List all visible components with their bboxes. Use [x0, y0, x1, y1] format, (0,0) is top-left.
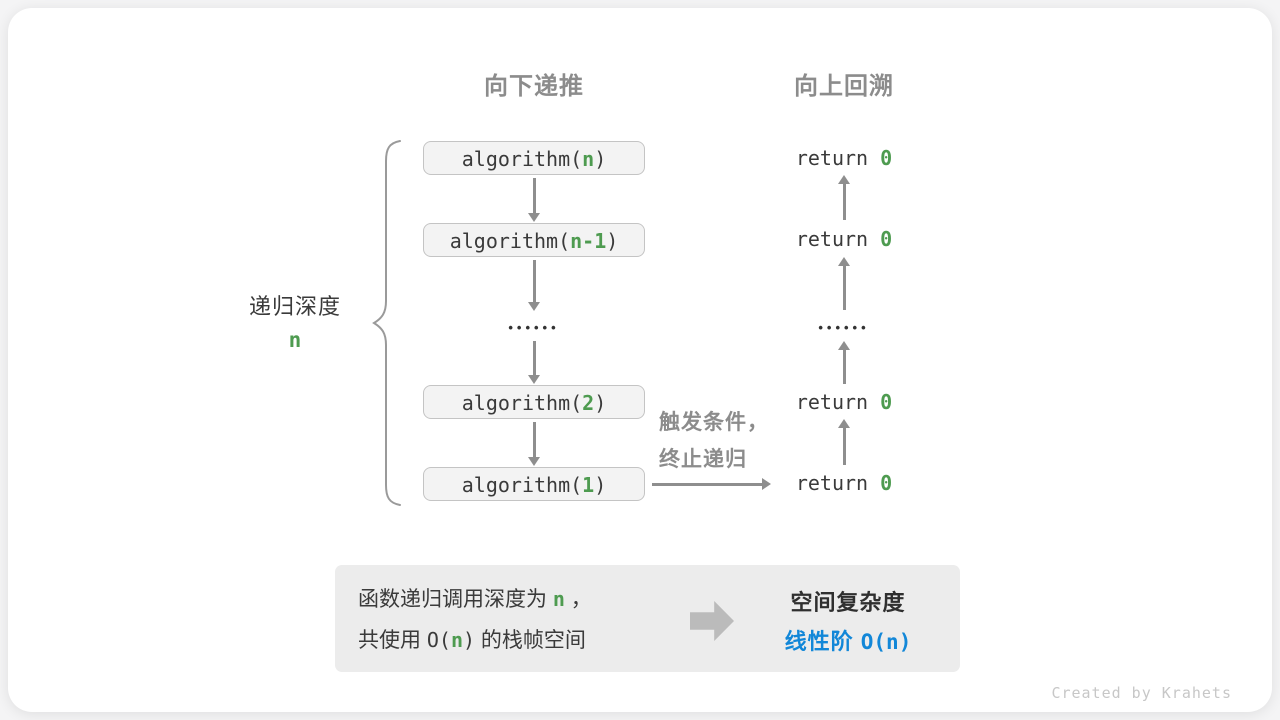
- return-statement: return 0: [795, 227, 893, 251]
- summary-box: 函数递归调用深度为 n ， 共使用 O(n) 的栈帧空间 空间复杂度 线性阶 O…: [335, 565, 960, 672]
- call-frame-1: algorithm(1): [423, 467, 645, 501]
- depth-value: n: [288, 328, 302, 352]
- frame-code: algorithm(: [461, 391, 583, 415]
- frame-arg: 1: [582, 473, 595, 497]
- return-value: 0: [880, 146, 893, 170]
- arrow-down-icon: [528, 341, 540, 384]
- frame-arg: 2: [582, 391, 595, 415]
- frame-code: algorithm(: [461, 473, 583, 497]
- arrow-up-icon: [838, 175, 850, 220]
- frame-arg: n-1: [570, 229, 607, 253]
- header-upward-backtrack: 向上回溯: [794, 73, 894, 100]
- arrow-up-icon: [838, 341, 850, 384]
- arrow-down-icon: [528, 178, 540, 222]
- summary-line1: 函数递归调用深度为 n ，: [358, 587, 592, 611]
- arrow-right-icon: [652, 477, 771, 491]
- arrow-up-icon: [838, 419, 850, 465]
- return-value: 0: [880, 227, 893, 251]
- arrow-down-icon: [528, 260, 540, 311]
- space-complexity-result: 线性阶 O(n): [784, 629, 912, 654]
- base-case-note-line2: 终止递归: [659, 448, 747, 471]
- arrow-right-icon: [690, 601, 734, 641]
- frame-code: algorithm(: [461, 147, 583, 171]
- call-frame-2: algorithm(2): [423, 385, 645, 419]
- ellipsis-right: ••••••: [818, 320, 870, 335]
- return-statement: return 0: [795, 471, 893, 495]
- arrow-down-icon: [528, 422, 540, 466]
- depth-label: 递归深度: [248, 294, 341, 319]
- return-value: 0: [880, 471, 893, 495]
- header-downward-recursion: 向下递推: [484, 73, 584, 100]
- arrow-up-icon: [838, 257, 850, 310]
- summary-statement: 函数递归调用深度为 n ， 共使用 O(n) 的栈帧空间: [358, 579, 592, 661]
- frame-arg: n: [582, 147, 595, 171]
- diagram-card: 向下递推 向上回溯 递归深度 n algorithm(n) algorithm(…: [8, 8, 1272, 712]
- credit-text: Created by Krahets: [1051, 684, 1232, 702]
- return-value: 0: [880, 390, 893, 414]
- return-statement: return 0: [795, 390, 893, 414]
- call-frame-n-1: algorithm(n-1): [423, 223, 645, 257]
- summary-line2: 共使用 O(n) 的栈帧空间: [358, 628, 586, 652]
- depth-brace-icon: [372, 140, 401, 506]
- space-complexity-title: 空间复杂度: [790, 590, 906, 615]
- ellipsis-left: ••••••: [508, 320, 560, 335]
- call-frame-n: algorithm(n): [423, 141, 645, 175]
- base-case-note-line1: 触发条件，: [659, 411, 769, 434]
- frame-code: algorithm(: [449, 229, 571, 253]
- return-statement: return 0: [795, 146, 893, 170]
